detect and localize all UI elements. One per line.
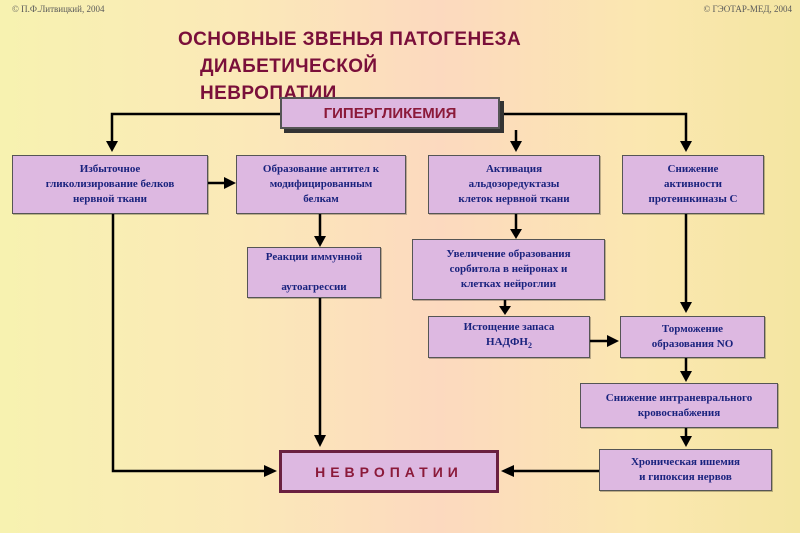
node-blood-supply: Снижение интраневрального кровоснабжения	[580, 383, 778, 428]
line-hyper-to-pkc	[500, 112, 688, 143]
arrowhead-immune-neuro	[314, 435, 326, 447]
node-nadph-label: Истощение запаса НАДФН2	[463, 321, 555, 351]
line-glyco-to-neuro	[111, 214, 266, 473]
arrowhead-sorbitol	[510, 229, 522, 239]
arrowhead-glyco	[106, 141, 118, 152]
nadph-subscript: 2	[527, 341, 532, 351]
node-aldose-reductase: Активация альдозоредуктазы клеток нервно…	[428, 155, 600, 214]
title-line-2: ДИАБЕТИЧЕСКОЙ	[200, 56, 378, 77]
node-protein-kinase: Снижение активности протеинкиназы С	[622, 155, 764, 214]
arrowhead-nadph-no	[607, 335, 619, 347]
node-no-label: Торможение образования NO	[651, 323, 734, 350]
node-protein-kinase-label: Снижение активности протеинкиназы С	[648, 163, 738, 205]
arrowhead-glyco-neuro	[264, 465, 277, 477]
node-sorbitol: Увеличение образования сорбитола в нейро…	[412, 239, 605, 300]
node-ischemia-label: Хроническая ишемия и гипоксия нервов	[630, 456, 740, 483]
node-antibodies: Образование антител к модифицированным б…	[236, 155, 406, 214]
arrowhead-blood	[680, 371, 692, 382]
arrowhead-aldose	[510, 141, 522, 152]
node-neuropathy-label: НЕВРОПАТИИ	[315, 463, 463, 480]
node-immune-autoaggression: Реакции иммунной аутоагрессии	[247, 247, 381, 298]
node-antibodies-label: Образование антител к модифицированным б…	[262, 163, 380, 205]
arrowhead-no	[680, 302, 692, 313]
arrowhead-antibodies	[224, 177, 236, 189]
node-hyperglycemia-label: ГИПЕРГЛИКЕМИЯ	[323, 104, 457, 122]
copyright-right: © ГЭОТАР-МЕД, 2004	[703, 4, 792, 14]
node-glycosylation: Избыточное гликолизирование белков нервн…	[12, 155, 208, 214]
node-nadph-depletion: Истощение запаса НАДФН2	[428, 316, 590, 358]
title-line-1: ОСНОВНЫЕ ЗВЕНЬЯ ПАТОГЕНЕЗА	[178, 29, 522, 50]
node-neuropathy: НЕВРОПАТИИ	[279, 450, 499, 493]
node-sorbitol-label: Увеличение образования сорбитола в нейро…	[446, 248, 571, 290]
arrowhead-pkc	[680, 141, 692, 152]
node-aldose-reductase-label: Активация альдозоредуктазы клеток нервно…	[458, 163, 570, 205]
node-glycosylation-label: Избыточное гликолизирование белков нервн…	[45, 163, 175, 205]
arrowhead-ischemia	[680, 436, 692, 447]
node-hyperglycemia: ГИПЕРГЛИКЕМИЯ	[280, 97, 500, 129]
node-no-inhibition: Торможение образования NO	[620, 316, 765, 358]
node-immune-label: Реакции иммунной аутоагрессии	[265, 251, 363, 293]
node-ischemia: Хроническая ишемия и гипоксия нервов	[599, 449, 772, 491]
node-blood-label: Снижение интраневрального кровоснабжения	[605, 391, 753, 419]
arrowhead-nadph	[499, 306, 511, 315]
arrowhead-ischemia-neuro	[501, 465, 514, 477]
copyright-left: © П.Ф.Литвицкий, 2004	[12, 4, 105, 14]
arrowhead-immune	[314, 236, 326, 247]
line-hyper-to-glyco	[110, 112, 280, 143]
